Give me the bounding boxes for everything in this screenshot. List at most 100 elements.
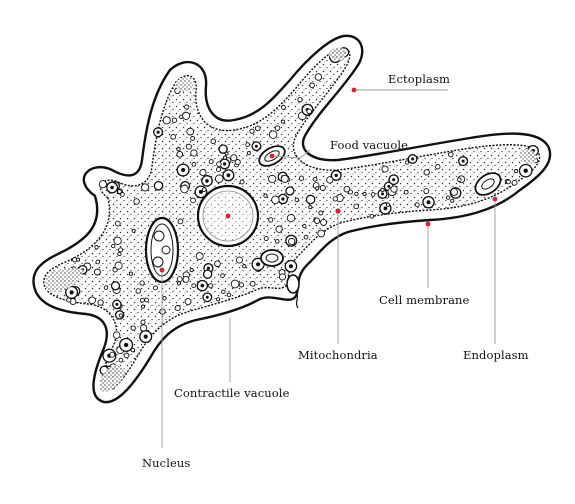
granule bbox=[118, 247, 124, 253]
granule bbox=[176, 281, 182, 286]
granule-core bbox=[387, 184, 391, 188]
granule-core bbox=[523, 168, 528, 173]
granule bbox=[195, 252, 204, 261]
granule-core bbox=[110, 185, 114, 190]
granule-core bbox=[205, 179, 209, 183]
granule bbox=[294, 197, 300, 203]
granule-core bbox=[426, 200, 431, 205]
label-mitochondria: Mitochondria bbox=[298, 348, 378, 362]
granule bbox=[457, 177, 462, 182]
granule bbox=[314, 73, 323, 81]
granule bbox=[403, 189, 409, 195]
granule bbox=[186, 127, 195, 136]
granule bbox=[176, 150, 184, 158]
granule bbox=[139, 297, 145, 303]
granule bbox=[179, 114, 184, 119]
pointer-dots bbox=[159, 87, 498, 273]
granule bbox=[249, 280, 256, 287]
granule bbox=[182, 275, 190, 283]
granule bbox=[98, 180, 107, 189]
label-ectoplasm: Ectoplasm bbox=[388, 72, 450, 86]
granule bbox=[176, 276, 183, 283]
granule bbox=[242, 264, 247, 269]
granule bbox=[199, 168, 207, 177]
granule bbox=[303, 234, 309, 240]
granule-core bbox=[156, 130, 160, 134]
granule-core bbox=[254, 144, 258, 148]
granule bbox=[423, 188, 430, 195]
granule bbox=[103, 285, 109, 290]
granule bbox=[369, 213, 375, 219]
granule bbox=[312, 176, 318, 182]
granule bbox=[249, 128, 255, 134]
granule-core bbox=[256, 262, 261, 267]
granule-core bbox=[288, 264, 293, 269]
granule bbox=[238, 282, 245, 288]
granule bbox=[268, 174, 277, 184]
granule bbox=[450, 198, 455, 203]
granule bbox=[223, 155, 228, 160]
granule bbox=[414, 202, 420, 208]
granule bbox=[190, 197, 196, 204]
granule bbox=[75, 257, 81, 262]
granule bbox=[214, 260, 221, 268]
granule-core bbox=[383, 206, 388, 211]
granule bbox=[268, 130, 278, 139]
granule bbox=[117, 251, 122, 257]
granule bbox=[182, 111, 191, 120]
granule bbox=[180, 184, 189, 194]
label-endoplasm: Endoplasm bbox=[463, 348, 529, 362]
granule bbox=[114, 261, 123, 270]
granule-core bbox=[123, 342, 129, 348]
granule bbox=[184, 104, 190, 110]
granule bbox=[514, 169, 519, 174]
dot-food-vacuole bbox=[269, 153, 275, 159]
granule bbox=[511, 179, 518, 186]
granule bbox=[159, 308, 166, 315]
granule bbox=[177, 218, 184, 225]
granule bbox=[309, 82, 315, 89]
granule bbox=[174, 305, 181, 312]
granule-core bbox=[115, 302, 119, 306]
granule-core bbox=[281, 197, 285, 201]
granule bbox=[202, 269, 213, 279]
granule bbox=[162, 116, 171, 125]
dot-endoplasm bbox=[492, 196, 498, 202]
granule bbox=[117, 189, 122, 194]
granule bbox=[308, 205, 313, 210]
granule-core bbox=[461, 159, 465, 163]
granule-core bbox=[143, 334, 148, 339]
granule bbox=[305, 194, 316, 205]
granule bbox=[230, 154, 238, 162]
granule bbox=[208, 283, 214, 289]
label-nucleus: Nucleus bbox=[142, 456, 191, 470]
granule bbox=[353, 203, 359, 210]
granule-core bbox=[181, 167, 186, 173]
granule bbox=[218, 144, 228, 154]
granule bbox=[263, 193, 268, 198]
granule bbox=[153, 180, 164, 191]
granule-core bbox=[222, 162, 227, 166]
granule bbox=[306, 108, 312, 115]
granule bbox=[189, 267, 194, 273]
granule bbox=[380, 187, 385, 193]
granule bbox=[234, 159, 241, 166]
granule bbox=[297, 96, 303, 103]
granule bbox=[343, 185, 351, 193]
granule bbox=[94, 245, 99, 250]
dot-cell-membrane bbox=[425, 221, 431, 227]
granule bbox=[176, 147, 181, 152]
label-food-vacuole: Food vacuole bbox=[330, 138, 409, 152]
granule bbox=[271, 195, 280, 205]
granule bbox=[171, 117, 178, 123]
granule-core bbox=[334, 173, 338, 178]
granule-core bbox=[392, 178, 396, 182]
granule bbox=[230, 279, 240, 289]
leader-lines bbox=[161, 89, 496, 448]
granule bbox=[133, 198, 140, 205]
granule bbox=[435, 164, 441, 170]
dot-mitochondria bbox=[335, 208, 341, 214]
granule bbox=[505, 179, 511, 185]
